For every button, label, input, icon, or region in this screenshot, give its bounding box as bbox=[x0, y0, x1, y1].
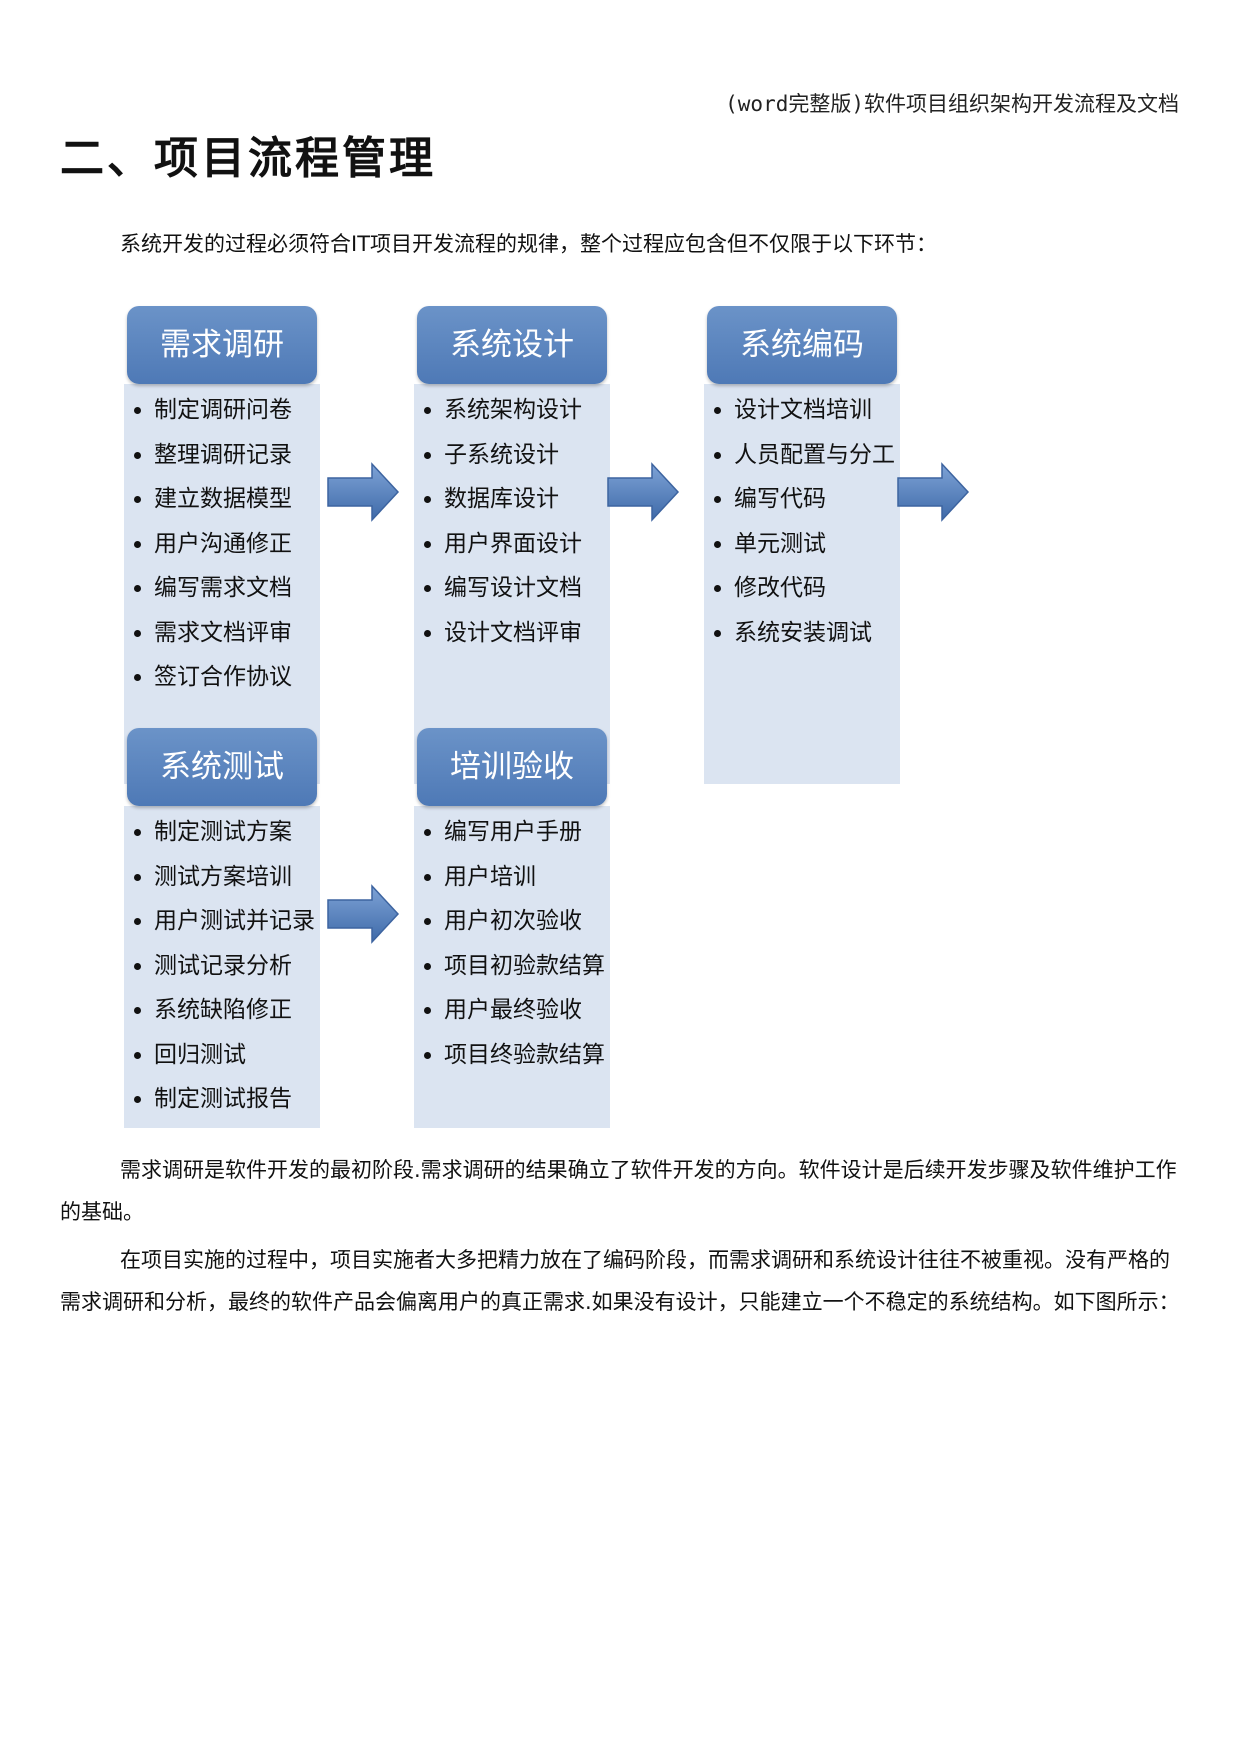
stage-task-list: 设计文档培训 人员配置与分工 编写代码 单元测试 修改代码 系统安装调试 bbox=[704, 384, 900, 784]
task-item: 测试方案培训 bbox=[124, 855, 320, 900]
stage-title: 系统测试 bbox=[127, 728, 317, 806]
bullet-icon bbox=[714, 451, 721, 459]
bullet-icon bbox=[424, 829, 431, 836]
bullet-icon bbox=[424, 585, 431, 592]
bullet-icon bbox=[134, 496, 141, 503]
task-item: 项目终验款结算 bbox=[414, 1033, 610, 1078]
bullet-icon bbox=[134, 585, 141, 592]
task-item: 系统架构设计 bbox=[414, 388, 610, 433]
section-title: 二、项目流程管理 bbox=[60, 133, 436, 184]
bullet-icon bbox=[424, 496, 431, 503]
task-item: 用户界面设计 bbox=[414, 522, 610, 567]
arrow-right-icon bbox=[327, 462, 400, 522]
bullet-icon bbox=[134, 407, 141, 414]
task-item: 人员配置与分工 bbox=[704, 433, 900, 478]
bullet-icon bbox=[134, 829, 141, 836]
task-item: 项目初验款结算 bbox=[414, 944, 610, 989]
arrow-right-icon bbox=[897, 462, 970, 522]
bullet-icon bbox=[424, 540, 431, 548]
stage-title: 系统设计 bbox=[417, 306, 607, 384]
bullet-icon bbox=[134, 873, 141, 881]
task-item: 编写设计文档 bbox=[414, 566, 610, 611]
bullet-icon bbox=[424, 873, 431, 881]
stage-title: 需求调研 bbox=[127, 306, 317, 384]
bullet-icon bbox=[714, 629, 721, 637]
bullet-icon bbox=[714, 585, 721, 592]
task-item: 用户沟通修正 bbox=[124, 522, 320, 567]
bullet-icon bbox=[714, 496, 721, 503]
stage-title: 系统编码 bbox=[707, 306, 897, 384]
bullet-icon bbox=[134, 629, 141, 637]
arrow-right-icon bbox=[327, 884, 400, 944]
task-item: 编写用户手册 bbox=[414, 810, 610, 855]
bullet-icon bbox=[134, 962, 141, 970]
task-item: 编写需求文档 bbox=[124, 566, 320, 611]
task-item: 用户初次验收 bbox=[414, 899, 610, 944]
bullet-icon bbox=[714, 540, 721, 548]
bullet-icon bbox=[134, 674, 141, 681]
task-item: 制定测试方案 bbox=[124, 810, 320, 855]
bullet-icon bbox=[424, 1007, 431, 1014]
bullet-icon bbox=[424, 407, 431, 414]
task-item: 用户测试并记录 bbox=[124, 899, 320, 944]
body-paragraph: 需求调研是软件开发的最初阶段.需求调研的结果确立了软件开发的方向。软件设计是后续… bbox=[60, 1158, 1177, 1224]
bullet-icon bbox=[714, 407, 721, 414]
task-item: 用户最终验收 bbox=[414, 988, 610, 1033]
stage-task-list: 编写用户手册 用户培训 用户初次验收 项目初验款结算 用户最终验收 项目终验款结… bbox=[414, 806, 610, 1128]
bullet-icon bbox=[424, 1051, 431, 1059]
task-item: 编写代码 bbox=[704, 477, 900, 522]
task-item: 单元测试 bbox=[704, 522, 900, 567]
task-item: 修改代码 bbox=[704, 566, 900, 611]
task-item: 设计文档培训 bbox=[704, 388, 900, 433]
bullet-icon bbox=[424, 962, 431, 970]
task-item: 建立数据模型 bbox=[124, 477, 320, 522]
task-item: 用户培训 bbox=[414, 855, 610, 900]
body-paragraph: 在项目实施的过程中，项目实施者大多把精力放在了编码阶段，而需求调研和系统设计往往… bbox=[60, 1248, 1180, 1314]
task-item: 设计文档评审 bbox=[414, 611, 610, 656]
task-item: 子系统设计 bbox=[414, 433, 610, 478]
task-item: 制定测试报告 bbox=[124, 1077, 320, 1122]
task-item: 签订合作协议 bbox=[124, 655, 320, 700]
intro-paragraph: 系统开发的过程必须符合IT项目开发流程的规律，整个过程应包含但不仅限于以下环节： bbox=[120, 232, 938, 256]
arrow-right-icon bbox=[607, 462, 680, 522]
task-item: 需求文档评审 bbox=[124, 611, 320, 656]
bullet-icon bbox=[134, 1096, 141, 1103]
bullet-icon bbox=[134, 1007, 141, 1014]
task-item: 回归测试 bbox=[124, 1033, 320, 1078]
task-item: 测试记录分析 bbox=[124, 944, 320, 989]
bullet-icon bbox=[134, 451, 141, 459]
bullet-icon bbox=[424, 918, 431, 925]
running-header: (word完整版)软件项目组织架构开发流程及文档 bbox=[725, 92, 1179, 116]
stage-title: 培训验收 bbox=[417, 728, 607, 806]
task-item: 整理调研记录 bbox=[124, 433, 320, 478]
bullet-icon bbox=[134, 918, 141, 925]
stage-task-list: 系统架构设计 子系统设计 数据库设计 用户界面设计 编写设计文档 设计文档评审 bbox=[414, 384, 610, 784]
stage-task-list: 制定调研问卷 整理调研记录 建立数据模型 用户沟通修正 编写需求文档 需求文档评… bbox=[124, 384, 320, 784]
task-item: 数据库设计 bbox=[414, 477, 610, 522]
bullet-icon bbox=[424, 451, 431, 459]
bullet-icon bbox=[424, 629, 431, 637]
bullet-icon bbox=[134, 1051, 141, 1059]
task-item: 系统安装调试 bbox=[704, 611, 900, 656]
bullet-icon bbox=[134, 540, 141, 548]
task-item: 系统缺陷修正 bbox=[124, 988, 320, 1033]
stage-task-list: 制定测试方案 测试方案培训 用户测试并记录 测试记录分析 系统缺陷修正 回归测试… bbox=[124, 806, 320, 1128]
task-item: 制定调研问卷 bbox=[124, 388, 320, 433]
